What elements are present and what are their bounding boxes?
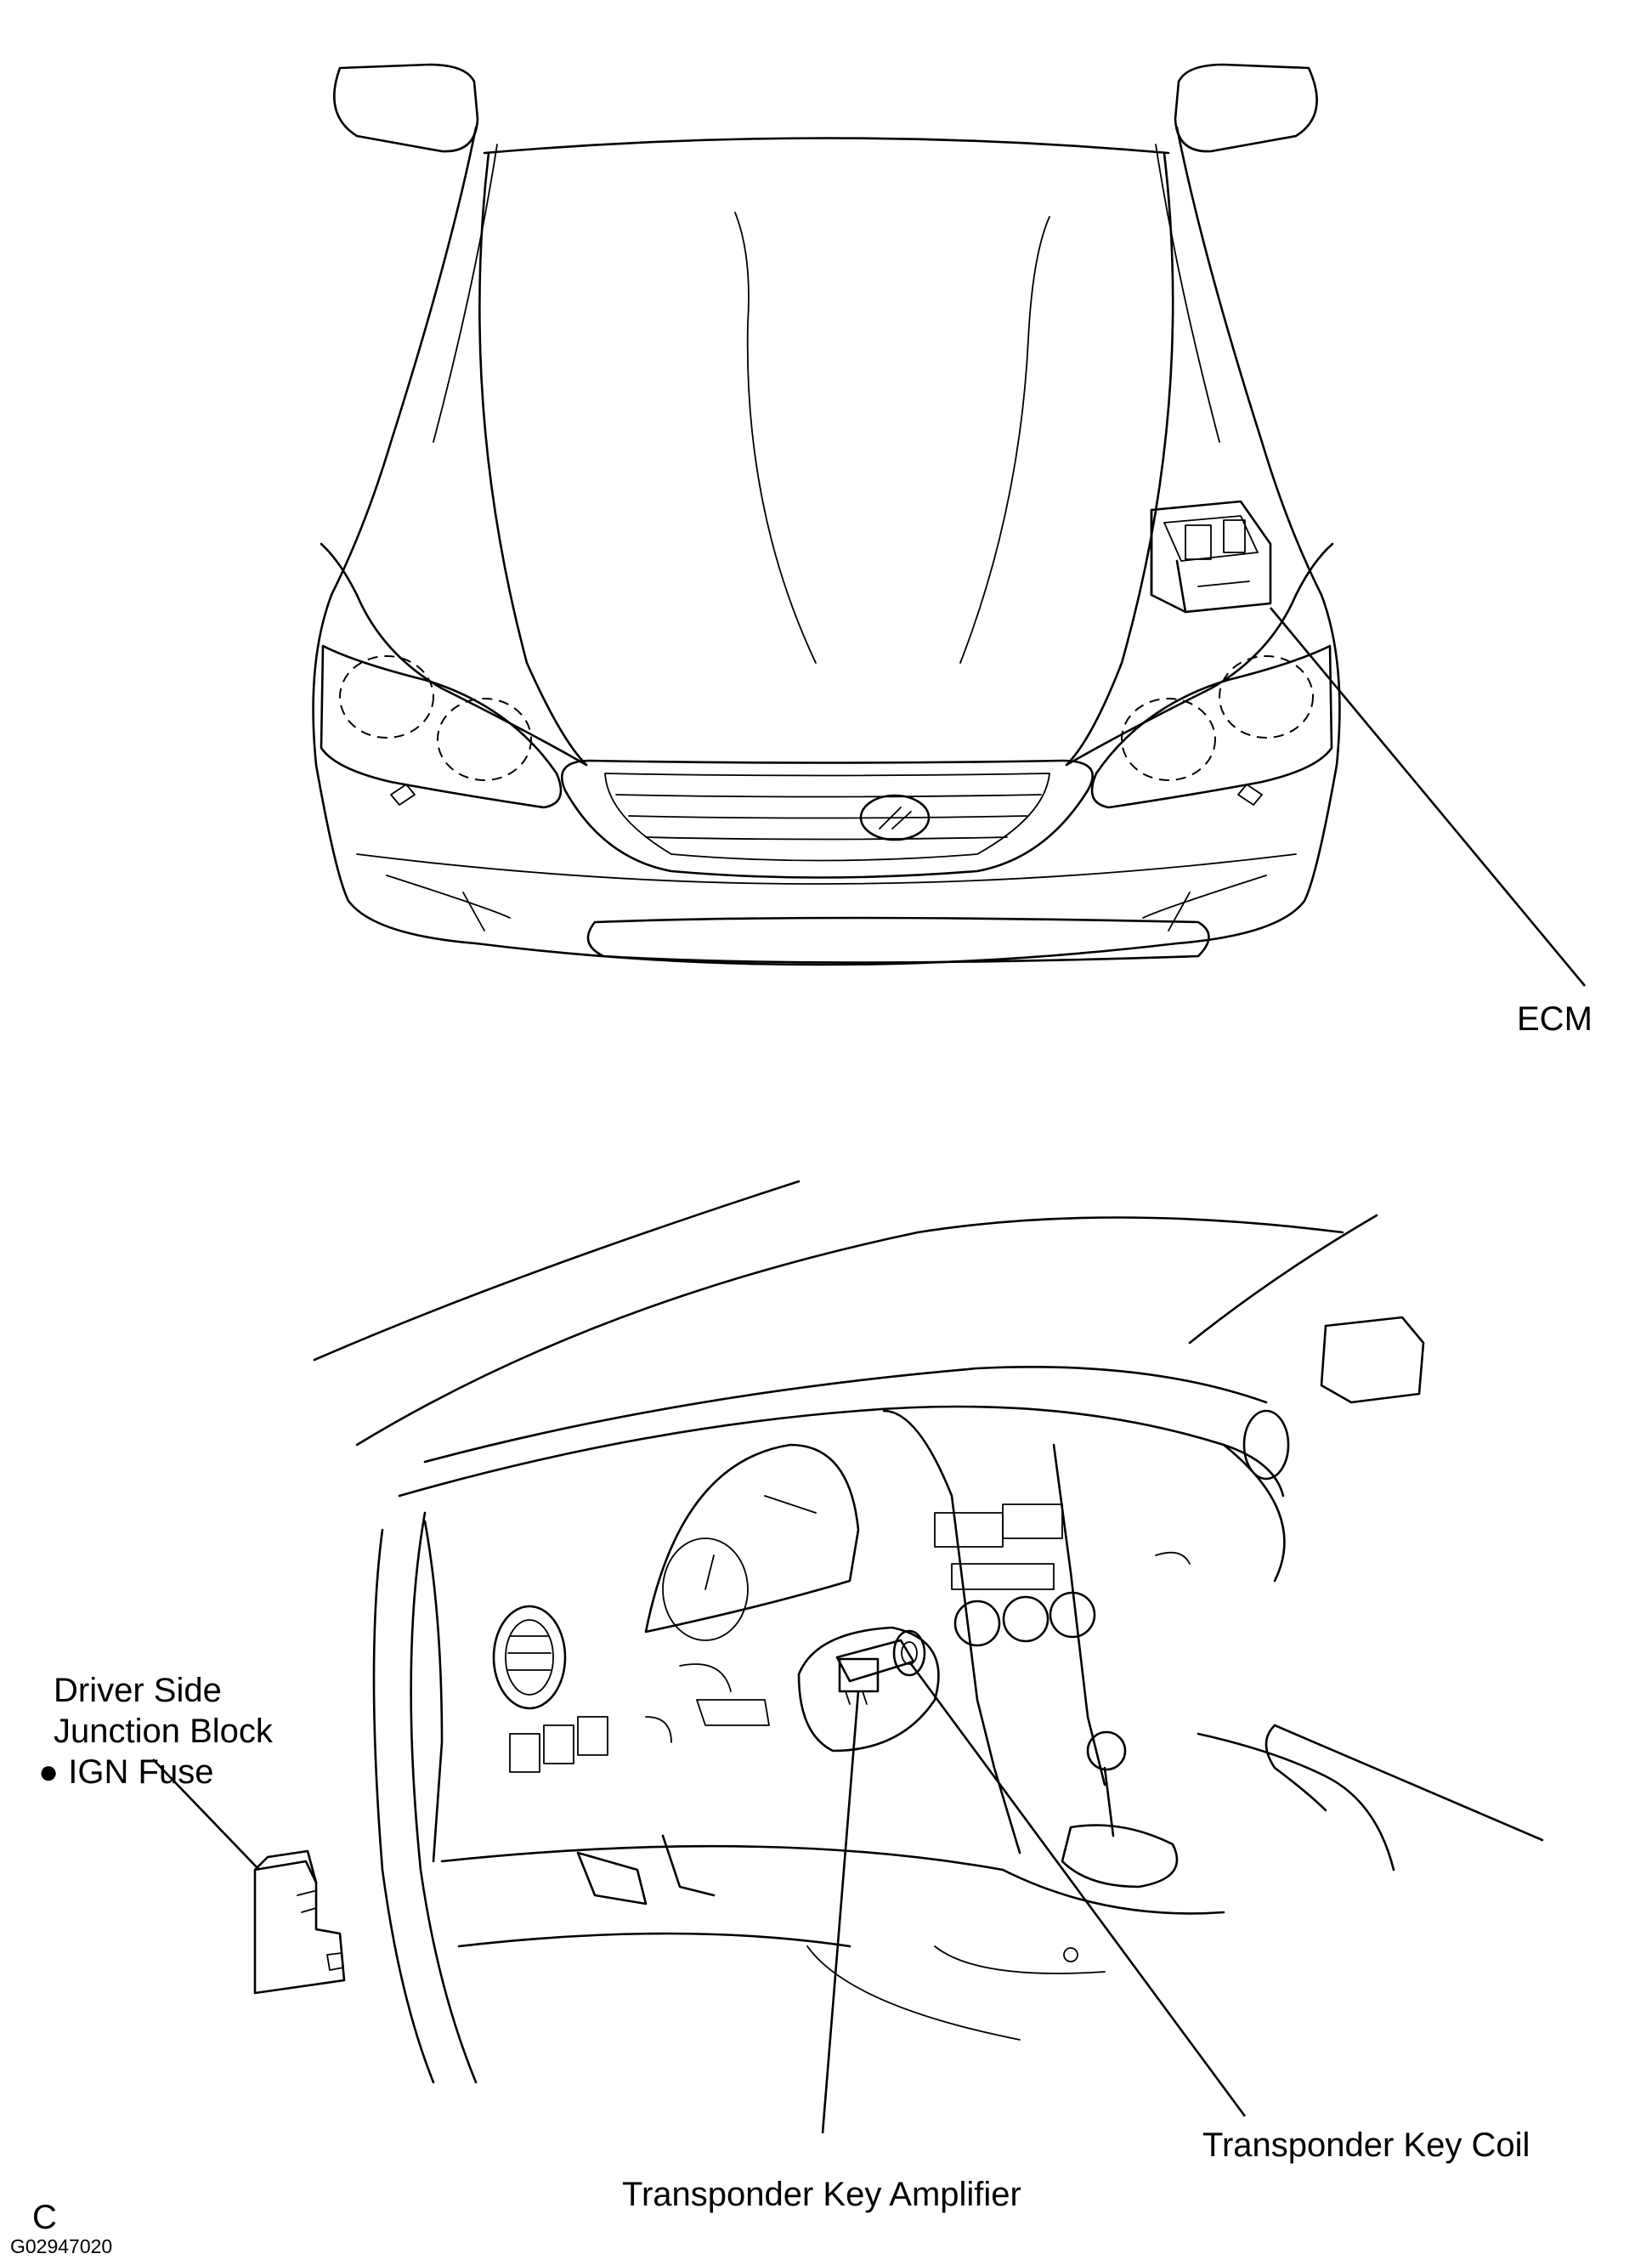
right-mirror (1174, 63, 1318, 153)
junction-block-label-line1: Driver Side (54, 1672, 222, 1709)
ecm-component (1150, 500, 1272, 614)
left-mirror (333, 63, 479, 153)
dashboard-top (398, 1405, 1285, 1498)
figure-code: G02947020 (10, 2235, 113, 2257)
corner-letter: C (32, 2199, 57, 2236)
transponder-key-amplifier-label: Transponder Key Amplifier (622, 2176, 1021, 2213)
key-coil-leader-line (908, 1661, 1247, 2117)
junction-block-leader-line (152, 1758, 260, 1871)
left-air-vent (492, 1605, 567, 1710)
shift-lever (1103, 1766, 1115, 1837)
instrument-cluster (644, 1443, 860, 1634)
center-console (882, 1409, 1021, 1854)
left-headlight (320, 644, 563, 809)
side-mirror (1320, 1316, 1425, 1404)
junction-block-label-line2: Junction Block (54, 1713, 273, 1750)
key-amplifier-leader-line (821, 1690, 860, 2134)
driver-side-junction-block (253, 1849, 346, 1995)
bullet-icon: ● (38, 1753, 59, 1791)
ign-fuse-label: IGN Fuse (68, 1753, 214, 1791)
climate-knob-center (1002, 1595, 1049, 1643)
grille (560, 759, 1094, 879)
interior-view (313, 1180, 1544, 2084)
ecm-label: ECM (1517, 1000, 1593, 1038)
climate-knob-right (1049, 1591, 1096, 1639)
emblem (859, 794, 931, 841)
transponder-key-unit (835, 1629, 926, 1705)
steering-column-cover (797, 1626, 940, 1753)
right-headlight (1090, 644, 1333, 809)
hood (478, 151, 588, 767)
ecm-leader-line (1270, 607, 1586, 987)
transponder-key-coil-label: Transponder Key Coil (1202, 2126, 1530, 2164)
junction-block-label-line3: ● IGN Fuse (38, 1752, 213, 1792)
climate-knob-left (953, 1600, 1001, 1647)
car-front-view (312, 63, 1341, 966)
lower-intake (586, 916, 1210, 964)
